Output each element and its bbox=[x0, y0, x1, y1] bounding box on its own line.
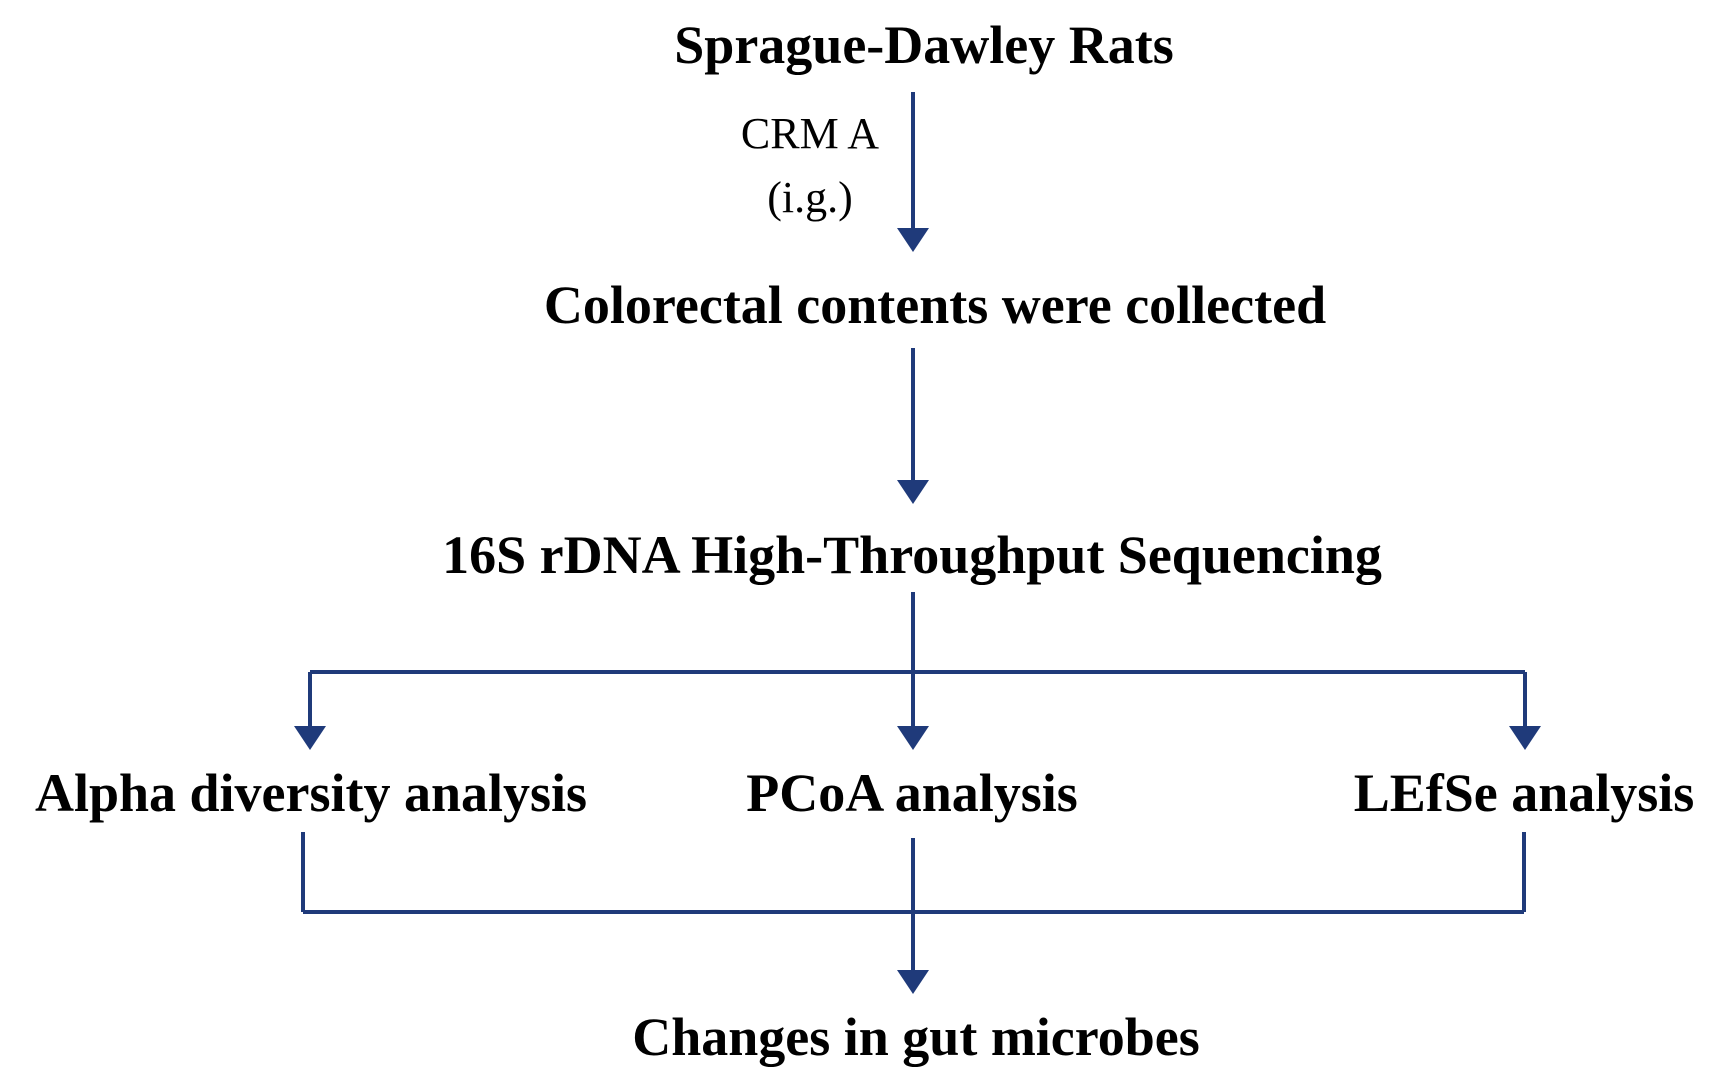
node-sprague-dawley-rats: Sprague-Dawley Rats bbox=[674, 15, 1174, 75]
node-colorectal-contents: Colorectal contents were collected bbox=[543, 275, 1327, 335]
node-pcoa: PCoA analysis bbox=[746, 763, 1078, 823]
edge-label-ig: (i.g.) bbox=[767, 173, 853, 222]
node-changes-gut-microbes: Changes in gut microbes bbox=[632, 1007, 1200, 1067]
node-16s-sequencing: 16S rDNA High-Throughput Sequencing bbox=[442, 525, 1382, 585]
node-lefse: LEfSe analysis bbox=[1353, 763, 1695, 823]
node-alpha-diversity: Alpha diversity analysis bbox=[34, 763, 588, 823]
edge-label-crm-a: CRM A bbox=[740, 109, 880, 158]
